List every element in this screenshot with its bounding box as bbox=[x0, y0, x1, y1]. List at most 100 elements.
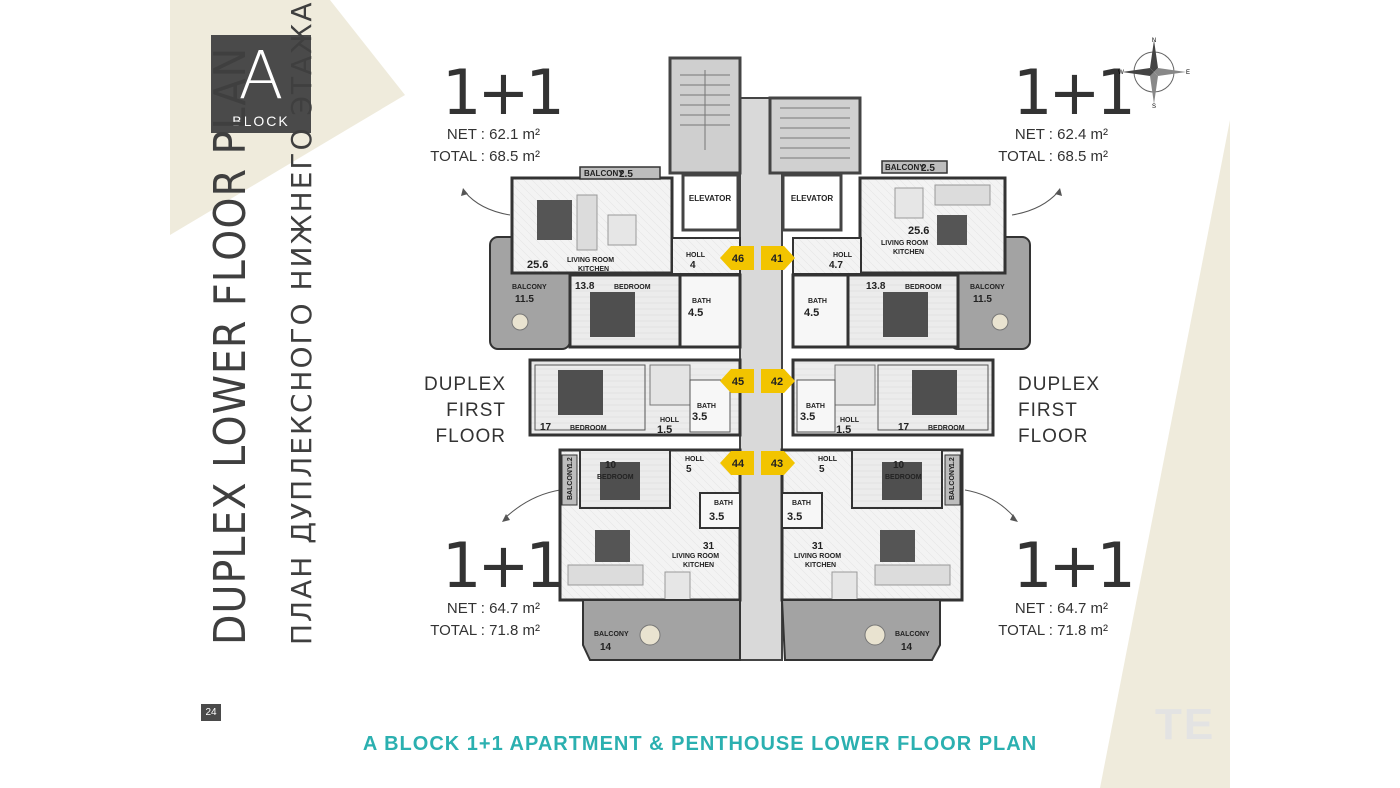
tl-bath-label: BATH bbox=[692, 298, 711, 305]
tr-living-label: LIVING ROOM bbox=[881, 240, 928, 247]
br-bottom-balcony bbox=[780, 599, 941, 661]
br-bedroom-area: 10 bbox=[893, 460, 905, 471]
br-living-label: LIVING ROOM bbox=[794, 553, 841, 560]
compass-south-label: S bbox=[1152, 104, 1156, 108]
unit-type-bottom-right: 1+1 bbox=[1013, 529, 1136, 602]
ml-bath-label: BATH bbox=[697, 403, 716, 410]
block-letter: A bbox=[238, 37, 284, 114]
arrow-top-right-icon bbox=[1011, 191, 1059, 216]
door-marker-43: 43 bbox=[761, 451, 795, 475]
bl-balcony-bottom-area: 14 bbox=[600, 642, 612, 653]
elevator-left-label: ELEVATOR bbox=[689, 194, 731, 203]
arrow-top-left-icon bbox=[464, 191, 511, 216]
tl-balcony-side-area: 11.5 bbox=[515, 294, 534, 305]
bl-balcony-bottom-label: BALCONY bbox=[594, 631, 629, 638]
duplex-left-line2: FIRST FLOOR bbox=[435, 400, 506, 447]
door-marker-42: 42 bbox=[761, 369, 795, 393]
elevator-right-label: ELEVATOR bbox=[791, 194, 833, 203]
tr-bath-area: 4.5 bbox=[804, 307, 819, 319]
compass-west-label: W bbox=[1118, 70, 1124, 76]
tr-bedroom-label: BEDROOM bbox=[905, 284, 942, 291]
total-area-bottom-right: TOTAL : 71.8 m² bbox=[998, 622, 1108, 639]
br-bath bbox=[781, 492, 823, 529]
mr-bedroom-label: BEDROOM bbox=[928, 425, 965, 432]
bl-holl-area: 5 bbox=[686, 464, 692, 475]
tr-bedroom-area: 13.8 bbox=[866, 281, 886, 292]
duplex-right-line2: FIRST FLOOR bbox=[1018, 400, 1089, 447]
ml-holl-label: HOLL bbox=[660, 417, 680, 424]
mr-bed bbox=[912, 370, 957, 415]
tr-balcony-top-label: BALCONY bbox=[885, 163, 925, 172]
tl-balcony-table bbox=[511, 313, 529, 331]
tl-balcony-side-label: BALCONY bbox=[512, 284, 547, 291]
tr-sofa bbox=[934, 184, 991, 206]
tr-rug bbox=[937, 215, 967, 245]
mr-stairs-icon bbox=[834, 364, 876, 406]
tl-bedroom-area: 13.8 bbox=[575, 281, 595, 292]
br-sofa bbox=[874, 564, 951, 586]
net-area-top-left: NET : 62.1 m² bbox=[446, 126, 540, 143]
br-kitchen-label: KITCHEN bbox=[805, 562, 836, 569]
mr-bath-area: 3.5 bbox=[800, 411, 815, 423]
net-area-top-right: NET : 62.4 m² bbox=[1014, 126, 1108, 143]
compass-rose-icon: N S E W bbox=[1118, 38, 1190, 108]
elevator-left bbox=[681, 173, 740, 232]
br-balcony-bottom-label: BALCONY bbox=[895, 631, 930, 638]
block-badge: A BLOCK bbox=[211, 35, 311, 133]
tl-sofa bbox=[576, 194, 598, 251]
tr-dining-table bbox=[894, 187, 924, 219]
door-marker-41: 41 bbox=[761, 246, 795, 270]
bl-kitchen-label: KITCHEN bbox=[683, 562, 714, 569]
tr-balcony-side-area: 11.5 bbox=[973, 294, 992, 305]
bl-side-balcony bbox=[561, 454, 578, 506]
block-word: BLOCK bbox=[232, 113, 290, 129]
ml-stairs-icon bbox=[649, 364, 691, 406]
tr-bath bbox=[791, 273, 850, 349]
total-area-top-left: TOTAL : 68.5 m² bbox=[430, 148, 540, 165]
duplex-label-left: DUPLEX FIRST FLOOR bbox=[384, 372, 506, 450]
unit-top-left: BALCONY 2.5 25.6 LIVING ROOM KITCHEN HOL… bbox=[489, 166, 742, 350]
page-number: 24 bbox=[201, 704, 221, 721]
right-beige-shape bbox=[1100, 120, 1230, 788]
tr-holl-label: HOLL bbox=[833, 252, 853, 259]
bl-sofa bbox=[567, 564, 644, 586]
bl-balcony-side-area: 1.2 bbox=[567, 457, 574, 467]
bl-dining-table bbox=[664, 571, 691, 601]
ml-bedroom-label: BEDROOM bbox=[570, 425, 607, 432]
br-balcony-bottom-area: 14 bbox=[901, 642, 913, 653]
mr-bedroom-area: 17 bbox=[898, 422, 910, 433]
bl-living-area: 31 bbox=[703, 541, 715, 552]
net-area-bottom-left: NET : 64.7 m² bbox=[446, 600, 540, 617]
br-bedroom-label: BEDROOM bbox=[885, 474, 922, 481]
tl-balcony-top-area: 2.5 bbox=[619, 169, 633, 180]
br-rug bbox=[880, 530, 915, 562]
ml-bedroom-area: 17 bbox=[540, 422, 552, 433]
bl-bottom-balcony bbox=[582, 599, 741, 661]
tl-bath bbox=[678, 273, 742, 349]
duplex-label-right: DUPLEX FIRST FLOOR bbox=[1018, 372, 1148, 450]
door-marker-43-label: 43 bbox=[771, 458, 783, 470]
mr-bath bbox=[796, 379, 836, 433]
tl-bath-area: 4.5 bbox=[688, 307, 703, 319]
tr-holl-area: 4.7 bbox=[829, 260, 843, 271]
br-balcony-side-label: BALCONY bbox=[949, 465, 956, 500]
unit-type-top-right: 1+1 bbox=[1013, 56, 1136, 129]
total-area-top-right: TOTAL : 68.5 m² bbox=[998, 148, 1108, 165]
arrow-bottom-left-icon bbox=[504, 489, 561, 519]
tl-balcony-top-label: BALCONY bbox=[584, 169, 624, 178]
br-balcony-side-area: 1.2 bbox=[949, 457, 956, 467]
unit-type-top-left: 1+1 bbox=[442, 56, 565, 129]
tr-kitchen-label: KITCHEN bbox=[893, 249, 924, 256]
bl-balcony-side-label: BALCONY bbox=[567, 465, 574, 500]
br-living-area: 31 bbox=[812, 541, 824, 552]
tl-rug bbox=[537, 200, 572, 240]
ml-holl-area: 1.5 bbox=[657, 424, 672, 436]
ml-bed bbox=[558, 370, 603, 415]
door-marker-46-label: 46 bbox=[732, 253, 744, 265]
tr-holl bbox=[792, 237, 862, 275]
mr-holl-label: HOLL bbox=[840, 417, 860, 424]
unit-top-right: BALCONY 2.5 25.6 LIVING ROOM KITCHEN HOL… bbox=[791, 160, 1031, 350]
tl-living-label: LIVING ROOM bbox=[567, 257, 614, 264]
bl-balcony-table bbox=[639, 624, 661, 646]
